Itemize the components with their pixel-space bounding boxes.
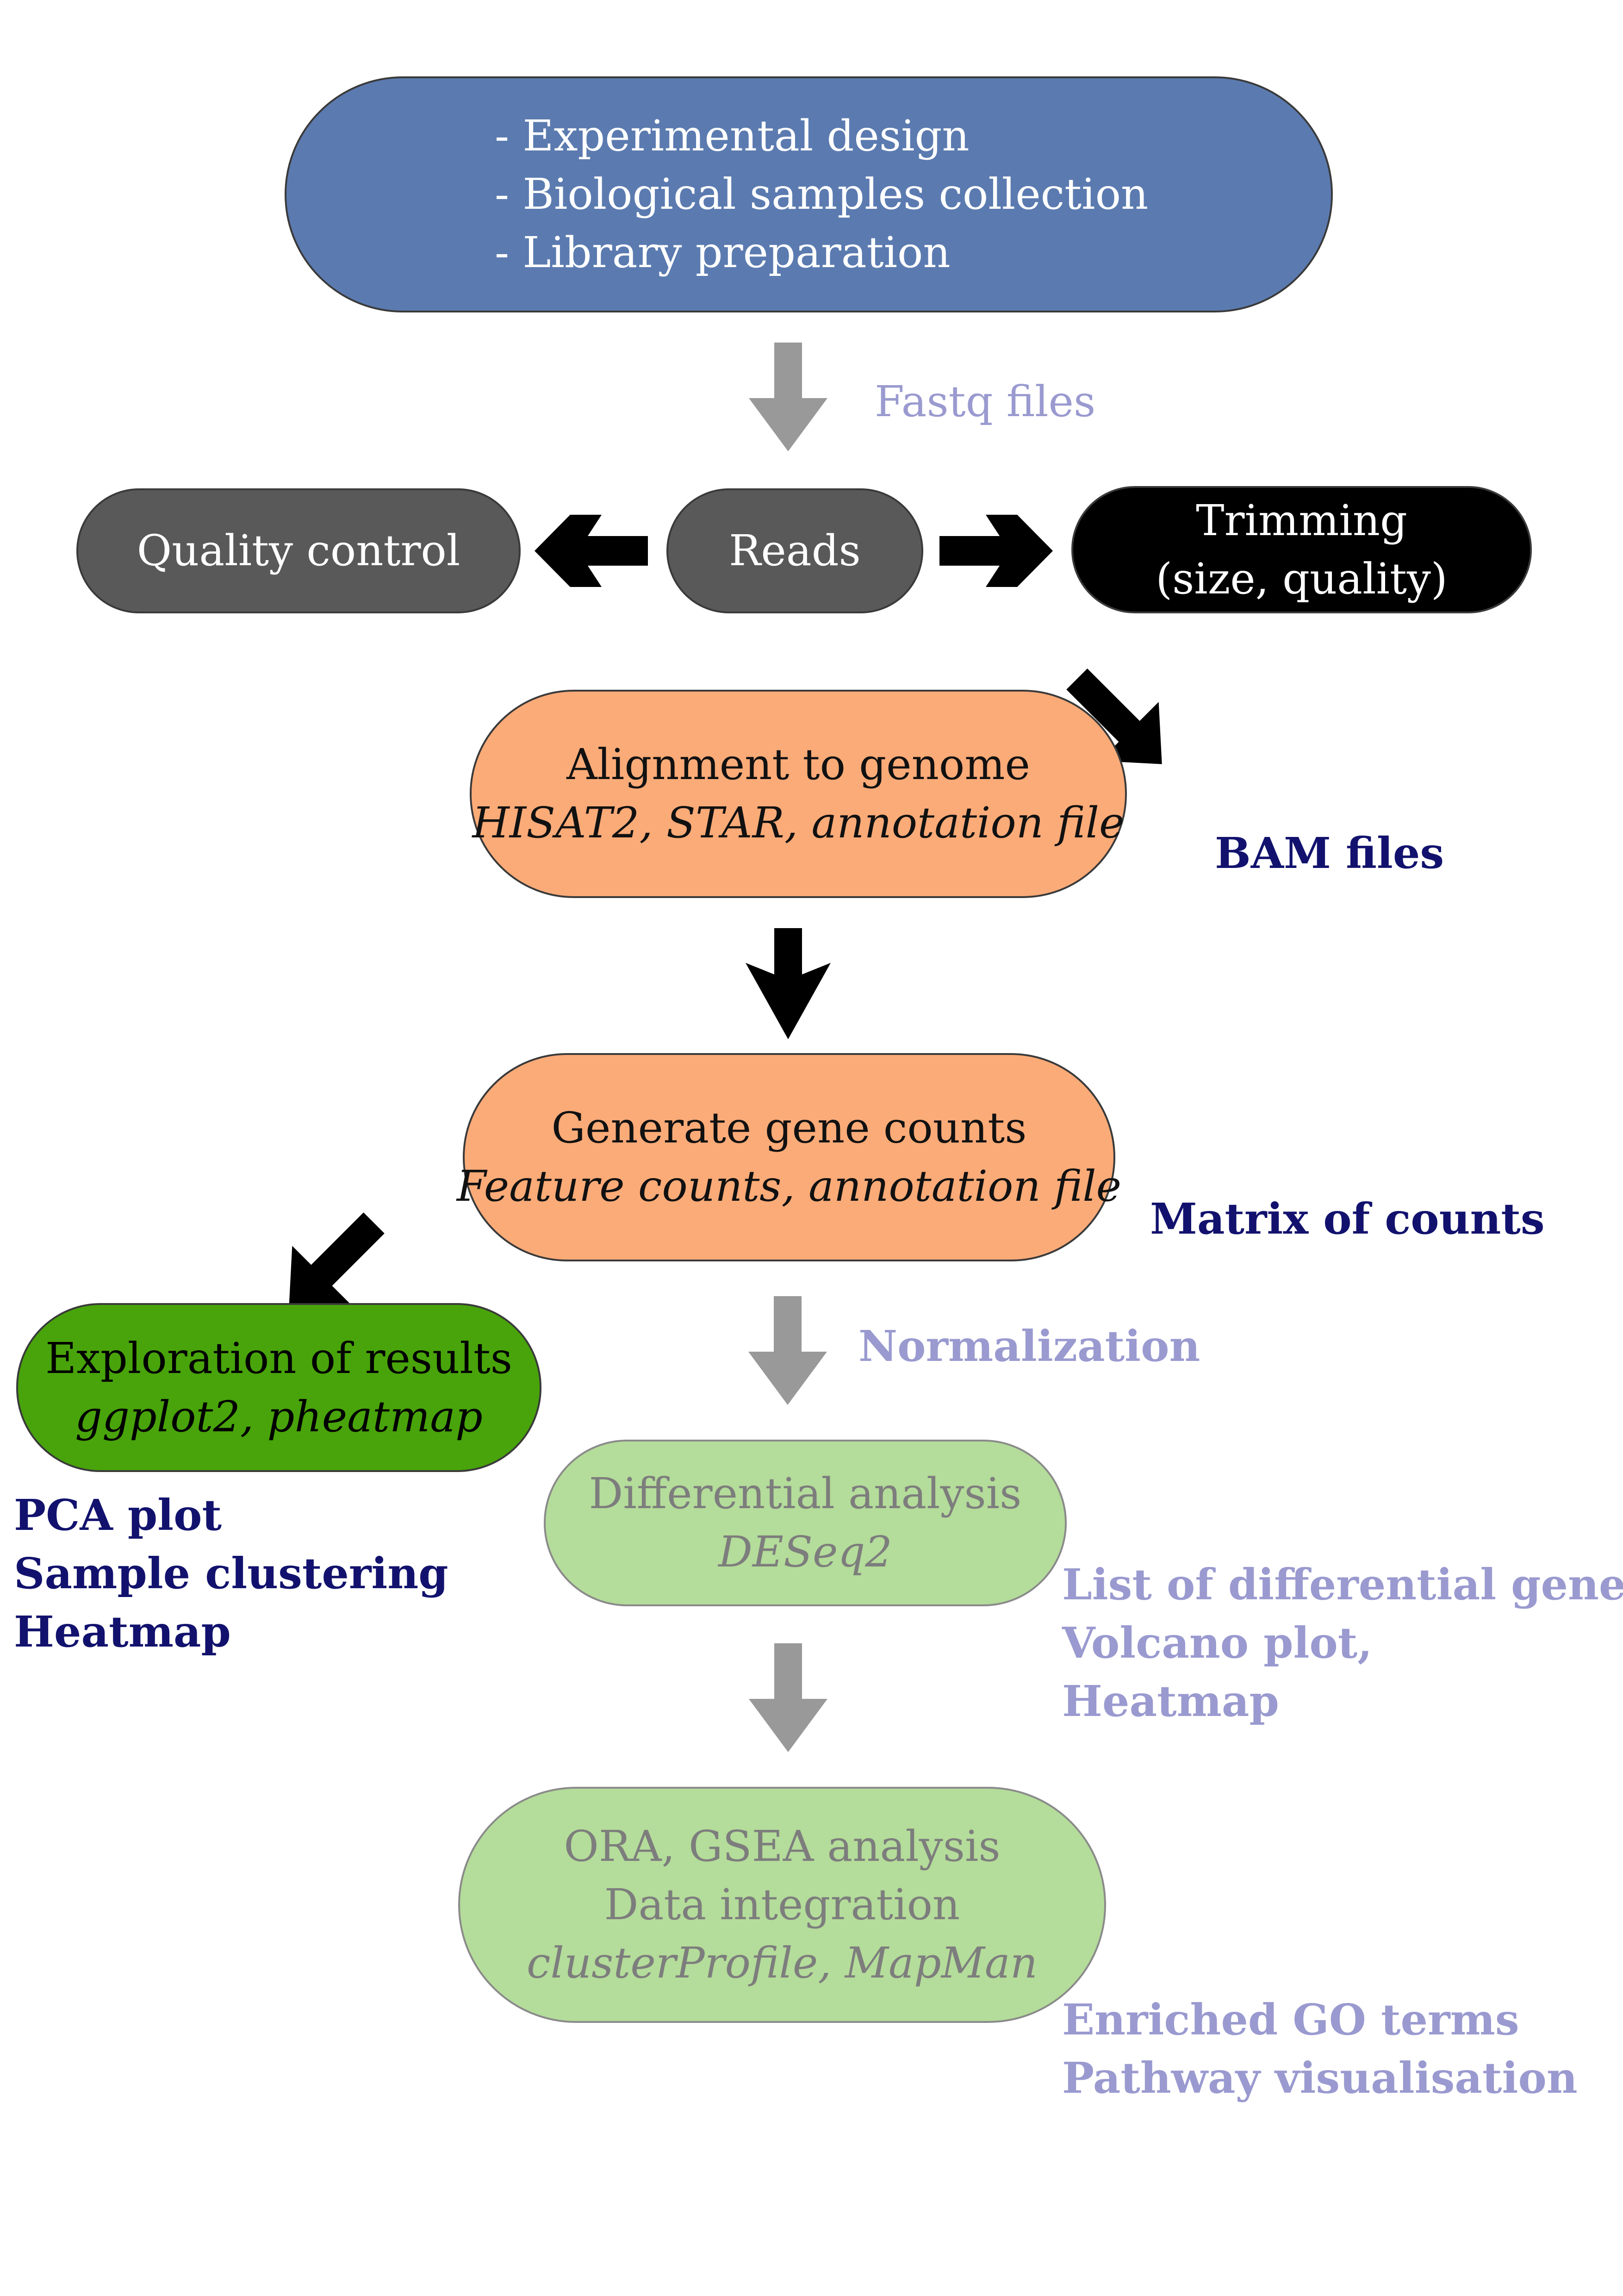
enrichment-line-2: Data integration xyxy=(604,1880,960,1929)
design-line-1: - Experimental design xyxy=(495,111,970,161)
gene-counts-tools: Feature counts, annotation file xyxy=(456,1161,1122,1211)
arrow-reads-to-trim xyxy=(939,515,1053,587)
enrichment-outputs: Enriched GO terms Pathway visualisation xyxy=(1062,1990,1578,2107)
output-heatmap: Heatmap xyxy=(14,1607,231,1657)
gene-counts-node: Generate gene counts Feature counts, ann… xyxy=(457,1053,1121,1261)
enrichment-tools: clusterProfile, MapMan xyxy=(526,1938,1038,1988)
trimming-line-1: Trimming xyxy=(1196,495,1407,545)
trimming-line-2: (size, quality) xyxy=(1156,554,1448,604)
bam-files-label: BAM files xyxy=(1215,828,1444,878)
alignment-tools: HISAT2, STAR, annotation file xyxy=(472,798,1125,848)
output-enriched-go-terms: Enriched GO terms xyxy=(1062,1995,1519,2045)
differential-tools: DESeq2 xyxy=(718,1527,892,1577)
design-line-3: - Library preparation xyxy=(495,228,951,277)
arrow-align-to-counts xyxy=(746,928,831,1039)
arrow-trim-to-align xyxy=(1066,668,1162,764)
exploration-node: Exploration of results ggplot2, pheatmap xyxy=(16,1303,541,1472)
enrichment-analysis-node: ORA, GSEA analysis Data integration clus… xyxy=(458,1787,1106,2023)
normalization-label: Normalization xyxy=(858,1321,1200,1371)
fastq-files-label: Fastq files xyxy=(875,377,1096,426)
arrow-diff-to-ora xyxy=(749,1643,827,1752)
output-differential-genes: List of differential genes xyxy=(1062,1560,1623,1610)
exploration-tools: ggplot2, pheatmap xyxy=(75,1391,483,1441)
reads-label: Reads xyxy=(729,526,861,575)
arrow-counts-to-explore xyxy=(289,1212,385,1308)
quality-control-node: Quality control xyxy=(76,488,521,613)
differential-title: Differential analysis xyxy=(589,1469,1022,1518)
reads-node: Reads xyxy=(666,488,923,613)
trimming-node: Trimming (size, quality) xyxy=(1071,486,1532,613)
differential-outputs: List of differential genes Volcano plot,… xyxy=(1062,1555,1623,1730)
arrow-reads-to-qc xyxy=(535,515,648,587)
enrichment-line-1: ORA, GSEA analysis xyxy=(564,1822,1001,1871)
output-pca-plot: PCA plot xyxy=(14,1490,222,1540)
exploration-outputs: PCA plot Sample clustering Heatmap xyxy=(14,1486,448,1661)
arrow-counts-to-diff xyxy=(748,1296,827,1405)
quality-control-label: Quality control xyxy=(137,526,460,575)
output-heatmap-2: Heatmap xyxy=(1062,1676,1279,1726)
gene-counts-title: Generate gene counts xyxy=(551,1103,1027,1153)
output-sample-clustering: Sample clustering xyxy=(14,1548,448,1598)
output-volcano-plot: Volcano plot, xyxy=(1062,1618,1373,1668)
alignment-title: Alignment to genome xyxy=(566,740,1030,789)
arrow-design-to-reads xyxy=(749,343,827,451)
exploration-title: Exploration of results xyxy=(45,1333,513,1383)
output-pathway-visualisation: Pathway visualisation xyxy=(1062,2053,1578,2103)
alignment-node: Alignment to genome HISAT2, STAR, annota… xyxy=(470,690,1127,898)
experimental-design-node: - Experimental design - Biological sampl… xyxy=(285,76,1333,312)
matrix-of-counts-label: Matrix of counts xyxy=(1150,1194,1545,1244)
design-line-2: - Biological samples collection xyxy=(495,169,1149,219)
differential-analysis-node: Differential analysis DESeq2 xyxy=(544,1440,1067,1606)
